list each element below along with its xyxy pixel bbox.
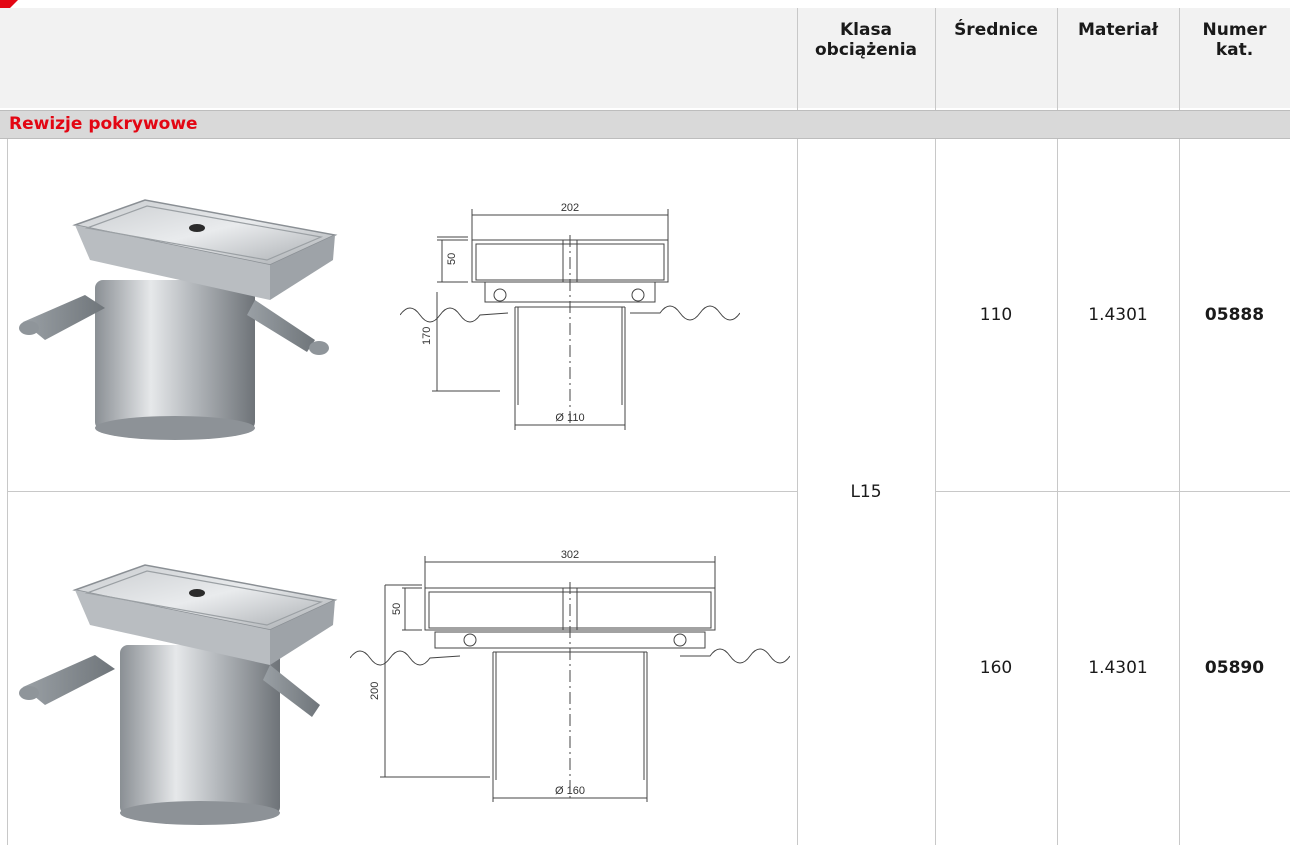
table-row-2-catalog: 05890 — [1179, 491, 1290, 845]
table-header — [0, 8, 1290, 108]
column-divider — [1057, 8, 1058, 110]
column-header-material: Materiał — [1057, 8, 1179, 108]
technical-drawing-05890: 302 50 200 Ø 160 — [350, 549, 790, 802]
column-header-material-label: Materiał — [1077, 20, 1159, 40]
section-bar: Rewizje pokrywowe — [0, 110, 1290, 139]
column-header-catalog-line2: kat. — [1215, 40, 1254, 60]
drawing-total-height-label: 200 — [369, 682, 381, 700]
catalog-number-value: 05890 — [1204, 658, 1265, 678]
column-divider — [935, 8, 936, 110]
catalog-number-value: 05888 — [1204, 305, 1265, 325]
product-image-05890 — [19, 564, 338, 825]
column-divider — [1179, 8, 1180, 110]
column-divider — [797, 8, 798, 110]
column-divider — [797, 139, 798, 845]
table-row-2-material: 1.4301 — [1057, 491, 1179, 845]
column-header-load-class-line2: obciążenia — [814, 40, 918, 60]
technical-drawing-05888: 202 50 170 Ø 110 — [400, 202, 740, 430]
diameter-value: 110 — [979, 305, 1013, 325]
product-image-05888 — [19, 199, 338, 440]
column-header-diameter: Średnice — [935, 8, 1057, 108]
section-title: Rewizje pokrywowe — [9, 114, 198, 134]
column-divider — [1057, 139, 1058, 845]
load-class-cell: L15 — [797, 139, 935, 845]
drawing-top-height-label: 50 — [446, 253, 458, 265]
material-value: 1.4301 — [1088, 305, 1148, 325]
row-divider — [935, 491, 1290, 492]
drawing-total-height-label: 170 — [421, 327, 433, 345]
drawing-pipe-label: Ø 110 — [555, 412, 584, 424]
column-header-catalog-line1: Numer — [1202, 20, 1267, 40]
material-value: 1.4301 — [1088, 658, 1148, 678]
column-header-diameter-label: Średnice — [954, 20, 1038, 40]
column-header-catalog-number: Numer kat. — [1179, 8, 1290, 108]
drawing-width-label: 202 — [561, 202, 579, 214]
table-row-2-diameter: 160 — [935, 491, 1057, 845]
table-row-1-catalog: 05888 — [1179, 139, 1290, 491]
table-row-1-diameter: 110 — [935, 139, 1057, 491]
table-row-1-material: 1.4301 — [1057, 139, 1179, 491]
load-class-value: L15 — [850, 482, 882, 502]
drawing-width-label: 302 — [561, 549, 579, 561]
diameter-value: 160 — [979, 658, 1013, 678]
column-header-load-class-line1: Klasa — [839, 20, 893, 40]
table-left-border — [7, 139, 8, 845]
row-divider — [7, 491, 797, 492]
column-divider — [1179, 139, 1180, 845]
column-header-load-class: Klasa obciążenia — [797, 8, 935, 108]
drawing-pipe-label: Ø 160 — [555, 785, 585, 797]
column-divider — [935, 139, 936, 845]
drawing-top-height-label: 50 — [391, 603, 403, 615]
